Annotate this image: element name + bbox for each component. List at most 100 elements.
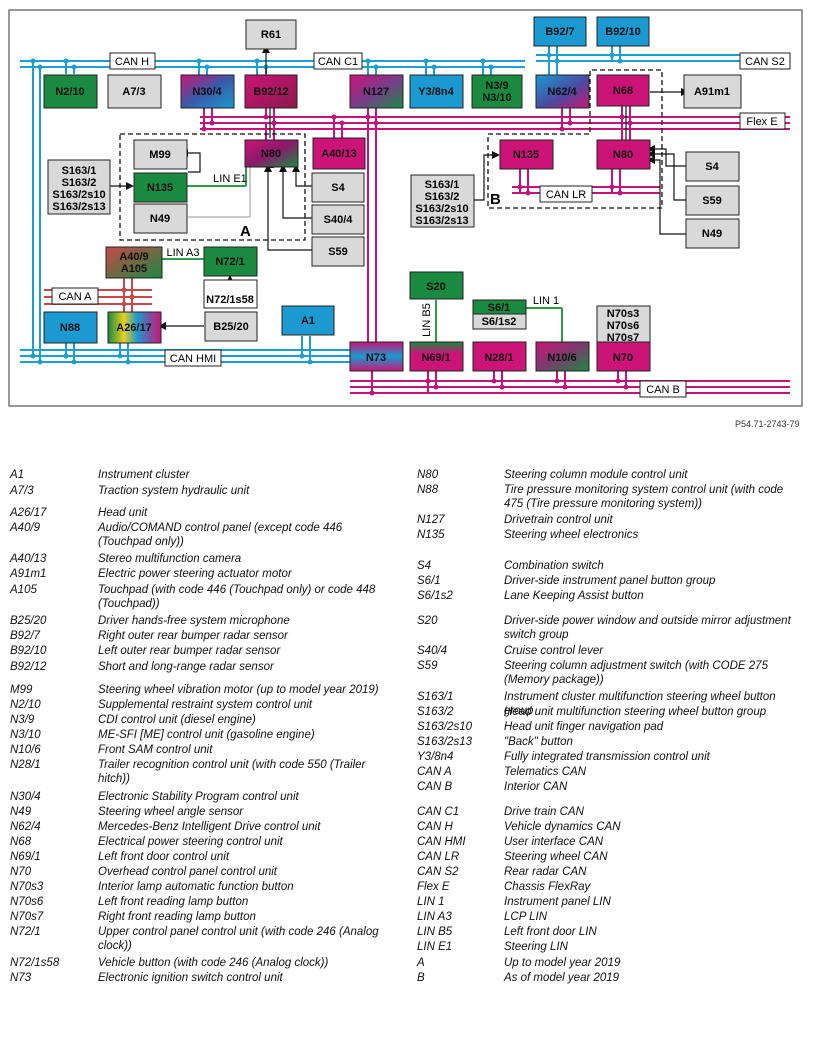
legend-code: CAN B (417, 781, 453, 793)
bus-label-can-c1: CAN C1 (318, 56, 358, 68)
legend-description: Short and long-range radar sensor (98, 661, 274, 673)
legend-code: N69/1 (10, 851, 41, 863)
module-s6-1: S6/1 (488, 302, 511, 314)
legend-description: Vehicle dynamics CAN (504, 821, 621, 833)
legend-code: N70s7 (10, 911, 44, 923)
legend-description: Right front reading lamp button (98, 911, 256, 923)
legend-code: B25/20 (10, 615, 47, 627)
module-s4-a: S4 (331, 182, 345, 194)
legend-description: Combination switch (504, 560, 604, 572)
legend-code: LIN A3 (417, 911, 452, 923)
legend-code: N135 (417, 529, 445, 541)
module-n135-b: N135 (513, 149, 539, 161)
module-m99: M99 (149, 149, 170, 161)
legend-description: As of model year 2019 (504, 972, 620, 984)
legend-description: Left outer rear bumper radar sensor (98, 645, 281, 657)
legend-description: Chassis FlexRay (504, 881, 591, 893)
module-s163-2s13-b: S163/2s13 (415, 215, 468, 227)
module-n3-10: N3/10 (482, 92, 511, 104)
legend-description: Head unit multifunction steering wheel b… (504, 706, 767, 718)
legend-description: Up to model year 2019 (504, 957, 621, 969)
legend-description: Front SAM control unit (98, 744, 213, 756)
module-n72-1: N72/1 (215, 256, 244, 268)
module-n68: N68 (613, 85, 633, 97)
legend-description: Fully integrated transmission control un… (504, 751, 710, 763)
bus-label-flex-e: Flex E (746, 116, 777, 128)
legend-description: Vehicle button (with code 246 (Analog cl… (98, 957, 329, 969)
legend-code: N88 (417, 484, 439, 496)
legend-code: N68 (10, 836, 32, 848)
legend-code: N30/4 (10, 791, 41, 803)
legend-description: Interior lamp automatic function button (98, 881, 294, 893)
legend-code: CAN S2 (417, 866, 459, 878)
module-s40-4: S40/4 (324, 214, 354, 226)
legend-description: Drive train CAN (504, 806, 584, 818)
legend-code: A1 (10, 469, 25, 481)
legend-description: Instrument panel LIN (504, 896, 611, 908)
module-s4-b: S4 (705, 161, 719, 173)
legend-code: Y3/8n4 (417, 751, 454, 763)
module-s163-2s10-b: S163/2s10 (415, 203, 468, 215)
legend-code: S163/2s13 (417, 736, 472, 748)
module-s163-2-a: S163/2 (62, 177, 97, 189)
bus-label-can-a: CAN A (58, 291, 92, 303)
legend-description: Steering LIN (504, 941, 568, 953)
module-n2-10: N2/10 (55, 86, 84, 98)
legend-description: Mercedes-Benz Intelligent Drive control … (98, 821, 321, 833)
legend-description: Driver hands-free system microphone (98, 615, 290, 627)
module-n135-a: N135 (147, 182, 173, 194)
legend-description: CDI control unit (diesel engine) (98, 714, 256, 726)
legend-description: Lane Keeping Assist button (504, 590, 644, 602)
legend-code: A (417, 957, 425, 969)
legend-description: Overhead control panel control unit (98, 866, 277, 878)
legend-code: CAN A (417, 766, 452, 778)
network-diagram: R61 N2/10 A7/3 N30/4 B92/12 N127 Y3/8n4 … (8, 9, 803, 407)
module-n80-b: N80 (613, 149, 633, 161)
legend-description: Trailer recognition control unit (with c… (98, 759, 366, 785)
module-n88: N88 (60, 322, 80, 334)
legend-code: CAN HMI (417, 836, 466, 848)
legend-description: User interface CAN (504, 836, 604, 848)
module-a26-17: A26/17 (116, 322, 151, 334)
bus-label-can-b: CAN B (646, 384, 680, 396)
legend-description: Electronic Stability Program control uni… (98, 791, 299, 803)
legend-code: N72/1 (10, 926, 41, 938)
bus-label-can-lr: CAN LR (546, 189, 586, 201)
legend-description: Steering column module control unit (504, 469, 688, 481)
module-b92-12: B92/12 (253, 86, 288, 98)
bus-label-can-s2: CAN S2 (745, 56, 785, 68)
legend-code: N10/6 (10, 744, 41, 756)
module-n80-a: N80 (261, 148, 281, 160)
legend-description: Left front reading lamp button (98, 896, 249, 908)
legend-code: CAN LR (417, 851, 460, 863)
legend-code: B92/10 (10, 645, 47, 657)
module-s163-2s13-a: S163/2s13 (52, 201, 105, 213)
module-a1: A1 (301, 315, 315, 327)
bus-label-boxes (51, 52, 791, 398)
legend-code: N49 (10, 806, 32, 818)
legend-code: Flex E (417, 881, 450, 893)
legend-description: Head unit (98, 507, 148, 519)
legend-code: S20 (417, 615, 438, 627)
legend-code: S163/1 (417, 691, 454, 703)
legend-description: Left front door LIN (504, 926, 597, 938)
module-n28-1: N28/1 (484, 352, 513, 364)
legend-description: Upper control panel control unit (with c… (98, 926, 379, 952)
module-r61: R61 (261, 29, 281, 41)
module-boxes (43, 16, 742, 372)
legend-description: Steering column adjustment switch (with … (504, 660, 768, 686)
legend-description: Telematics CAN (504, 766, 587, 778)
lin-label-a3: LIN A3 (166, 247, 199, 259)
legend-description: ME-SFI [ME] control unit (gasoline engin… (98, 729, 315, 741)
legend-code: A40/9 (10, 522, 41, 534)
module-a40-13: A40/13 (321, 148, 356, 160)
legend-description: Instrument cluster (98, 469, 190, 481)
module-n49-b: N49 (702, 228, 722, 240)
legend-description: Instrument cluster multifunction steerin… (504, 691, 776, 717)
module-n10-6: N10/6 (547, 352, 576, 364)
legend-code: S163/2s10 (417, 721, 472, 733)
legend-code: N3/9 (10, 714, 35, 726)
legend-code: S59 (417, 660, 438, 672)
bus-label-can-hmi: CAN HMI (170, 353, 216, 365)
bus-label-can-h: CAN H (115, 56, 149, 68)
